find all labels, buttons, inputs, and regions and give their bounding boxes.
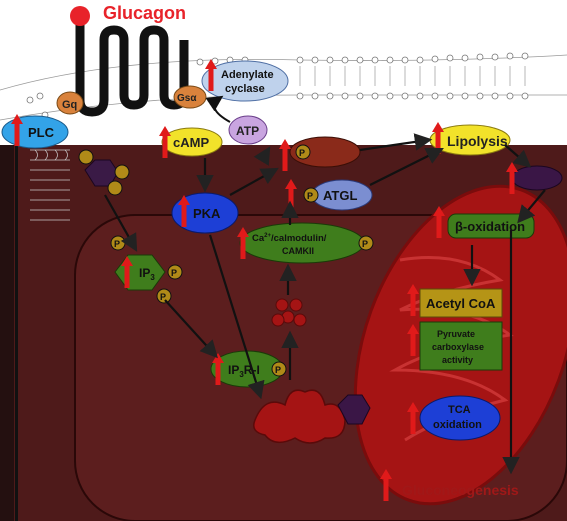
calcium-ions xyxy=(271,298,307,327)
camkii-phospho-label: P xyxy=(362,239,368,249)
atp-molecule xyxy=(228,115,268,145)
left-membrane xyxy=(30,149,70,221)
lipase-phospho-label: P xyxy=(299,148,305,158)
pip2-phospho-1 xyxy=(78,149,94,165)
gq-protein xyxy=(56,91,84,115)
adenylate-cyclase xyxy=(201,60,289,102)
membrane-lipid-tails xyxy=(299,66,526,86)
glucagon-label: Glucagon xyxy=(103,3,186,23)
ip3-phospho-3-label: P xyxy=(160,292,166,302)
glucagon-ligand xyxy=(70,6,90,26)
pathway-arrows xyxy=(104,133,546,475)
camp-label: cAMP xyxy=(173,135,209,150)
acetyl-coa-box xyxy=(419,288,503,318)
pip2-phospho-2 xyxy=(114,164,130,180)
ip3r-phospho xyxy=(271,361,287,377)
ip3r-phospho-label: P xyxy=(275,365,281,375)
ip3-phospho-1-label: P xyxy=(114,239,120,249)
lipase-node xyxy=(289,136,361,168)
camkii-label-1: Ca2+/calmodulin/ xyxy=(252,233,327,244)
left-membrane-edge xyxy=(15,145,18,521)
atgl-phospho-label: P xyxy=(307,191,313,201)
pc-label-3: activity xyxy=(442,355,473,365)
atp-to-cyclase-arrow xyxy=(205,95,231,123)
ip3-phospho-2-label: P xyxy=(171,268,177,278)
ip3-phospho-3 xyxy=(156,288,172,304)
tca-label-1: TCA xyxy=(448,404,471,416)
glucagon-receptor xyxy=(75,22,189,117)
pc-label-2: carboxylase xyxy=(432,342,484,352)
adenylate-label-1: Adenylate xyxy=(221,69,274,81)
camp-molecule xyxy=(161,127,223,157)
endoplasmic-reticulum xyxy=(253,389,346,444)
left-dark-strip xyxy=(0,145,14,521)
lipolysis-label: Lipolysis xyxy=(447,133,508,149)
atgl-phospho xyxy=(303,187,319,203)
gs-alpha-label: Gsα xyxy=(177,93,197,104)
ip3-phospho-2 xyxy=(167,264,183,280)
er-channel xyxy=(337,394,371,425)
atgl-label: ATGL xyxy=(323,188,357,203)
camkii-label-2: CAMKII xyxy=(282,246,314,256)
lipase-phospho xyxy=(295,144,311,160)
plc-label: PLC xyxy=(28,125,55,140)
tca-node xyxy=(419,395,501,441)
gq-label: Gq xyxy=(62,99,77,111)
right-node xyxy=(511,165,563,191)
camkii-phospho xyxy=(358,235,374,251)
atp-label: ATP xyxy=(236,124,259,138)
acetyl-coa-label: Acetyl CoA xyxy=(426,296,496,311)
beta-oxidation-box xyxy=(447,213,535,239)
gluconeogenesis-label: Gluconeogenesis xyxy=(402,482,519,498)
tca-label-2: oxidation xyxy=(433,419,482,431)
ip3-label: IP3 xyxy=(139,266,155,282)
beta-oxidation-label: β-oxidation xyxy=(455,219,525,234)
pyruvate-carboxylase-box xyxy=(419,321,503,371)
adenylate-label-2: cyclase xyxy=(225,83,265,95)
pip2-phospho-3 xyxy=(107,180,123,196)
pka-label: PKA xyxy=(193,206,221,221)
pc-label-1: Pyruvate xyxy=(437,329,475,339)
